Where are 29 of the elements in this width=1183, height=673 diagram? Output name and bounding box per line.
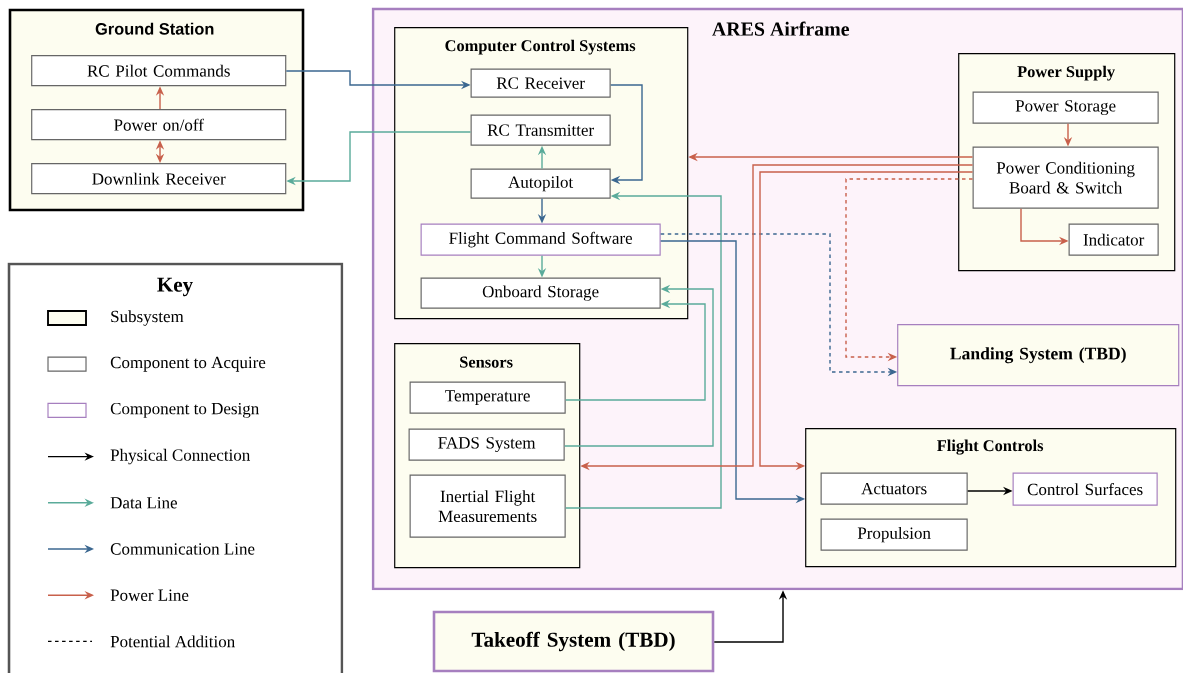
component-box: Downlink Receiver	[31, 163, 287, 195]
component-box: RC Receiver	[470, 68, 611, 98]
component-box: RC Transmitter	[470, 114, 611, 146]
component-box: Temperature	[409, 381, 566, 414]
legend-label: Potential Addition	[110, 635, 235, 648]
component-box: Power Storage	[972, 91, 1159, 124]
design-box: Flight Command Software	[420, 223, 661, 256]
component-box: RC Pilot Commands	[31, 55, 287, 87]
component-box: FADS System	[408, 428, 565, 461]
legend-label: Subsystem	[111, 310, 184, 326]
legend-label: Component to Acquire	[110, 356, 266, 372]
component-box: Onboard Storage	[420, 277, 661, 309]
component-box: Power Conditioning Board & Switch	[972, 146, 1159, 209]
component-box: Actuators	[820, 472, 968, 505]
legend-label: Communication Line	[110, 543, 255, 555]
legend-title: Key	[157, 277, 193, 297]
legend-label: Physical Connection	[110, 448, 250, 465]
design-box: Takeoff System (TBD)	[432, 610, 715, 673]
component-box: Power on/off	[31, 109, 287, 141]
legend-label: Power Line	[110, 589, 189, 601]
design-box: Landing System (TBD)	[897, 324, 1180, 387]
legend-label: Component to Design	[110, 402, 259, 418]
component-box: Autopilot	[470, 168, 611, 199]
legend-label: Data Line	[110, 497, 177, 509]
component-box: Indicator	[1068, 223, 1159, 256]
arrow	[610, 84, 643, 185]
component-box: Propulsion	[820, 518, 968, 551]
design-box: Control Surfaces	[1012, 472, 1158, 506]
component-box: Inertial Flight Measurements	[409, 474, 566, 538]
